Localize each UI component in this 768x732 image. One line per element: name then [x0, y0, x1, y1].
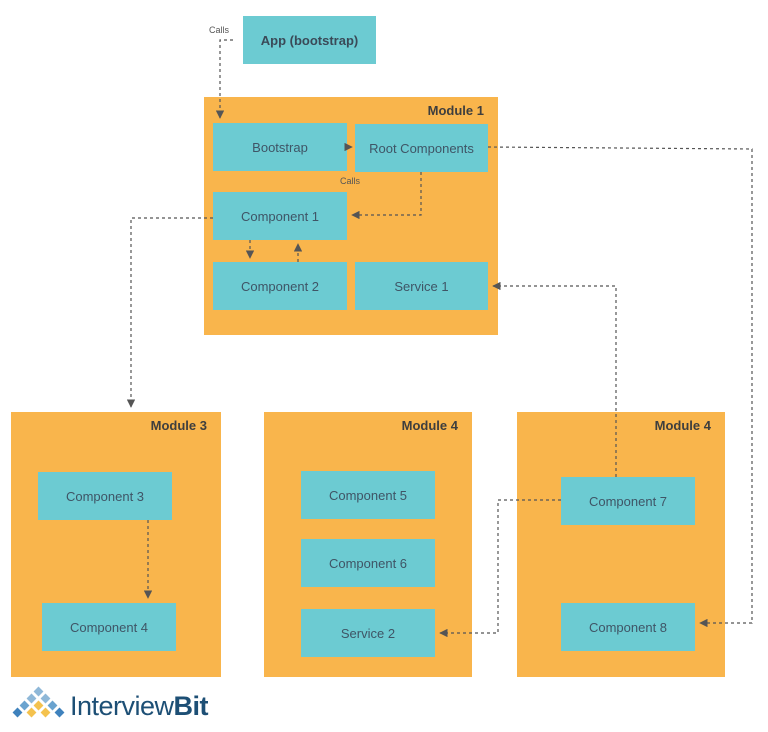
interviewbit-wordmark: InterviewBit [70, 691, 209, 722]
arrow-root-to-component8 [487, 146, 753, 628]
module-4-right-title: Module 4 [654, 418, 711, 433]
component-5-box: Component 5 [301, 471, 435, 519]
module-4-middle-title: Module 4 [401, 418, 458, 433]
component-2-box: Component 2 [213, 262, 347, 310]
root-components-box: Root Components [355, 124, 488, 172]
app-bootstrap-box: App (bootstrap) [243, 16, 376, 64]
bootstrap-box: Bootstrap [213, 123, 347, 171]
interviewbit-logo-icon [12, 686, 65, 718]
component-4-box: Component 4 [42, 603, 176, 651]
module-3-title: Module 3 [150, 418, 207, 433]
arrow-root-to-component1 [351, 172, 422, 220]
arrow-component7-to-service1 [492, 281, 617, 477]
brand-name-part1: Interview [70, 691, 174, 721]
arrow-component7-to-service2 [439, 499, 561, 638]
arrow-app-to-bootstrap [215, 39, 233, 119]
component-6-box: Component 6 [301, 539, 435, 587]
component-7-box: Component 7 [561, 477, 695, 525]
calls-label-top: Calls [209, 25, 230, 35]
service-1-box: Service 1 [355, 262, 488, 310]
calls-label-mid: Calls [340, 176, 361, 186]
component-1-box: Component 1 [213, 192, 347, 240]
brand-name-part2: Bit [173, 691, 209, 721]
service-2-box: Service 2 [301, 609, 435, 657]
module-1-title: Module 1 [427, 103, 484, 118]
component-3-box: Component 3 [38, 472, 172, 520]
arrow-component1-to-module3 [126, 217, 213, 408]
component-8-box: Component 8 [561, 603, 695, 651]
